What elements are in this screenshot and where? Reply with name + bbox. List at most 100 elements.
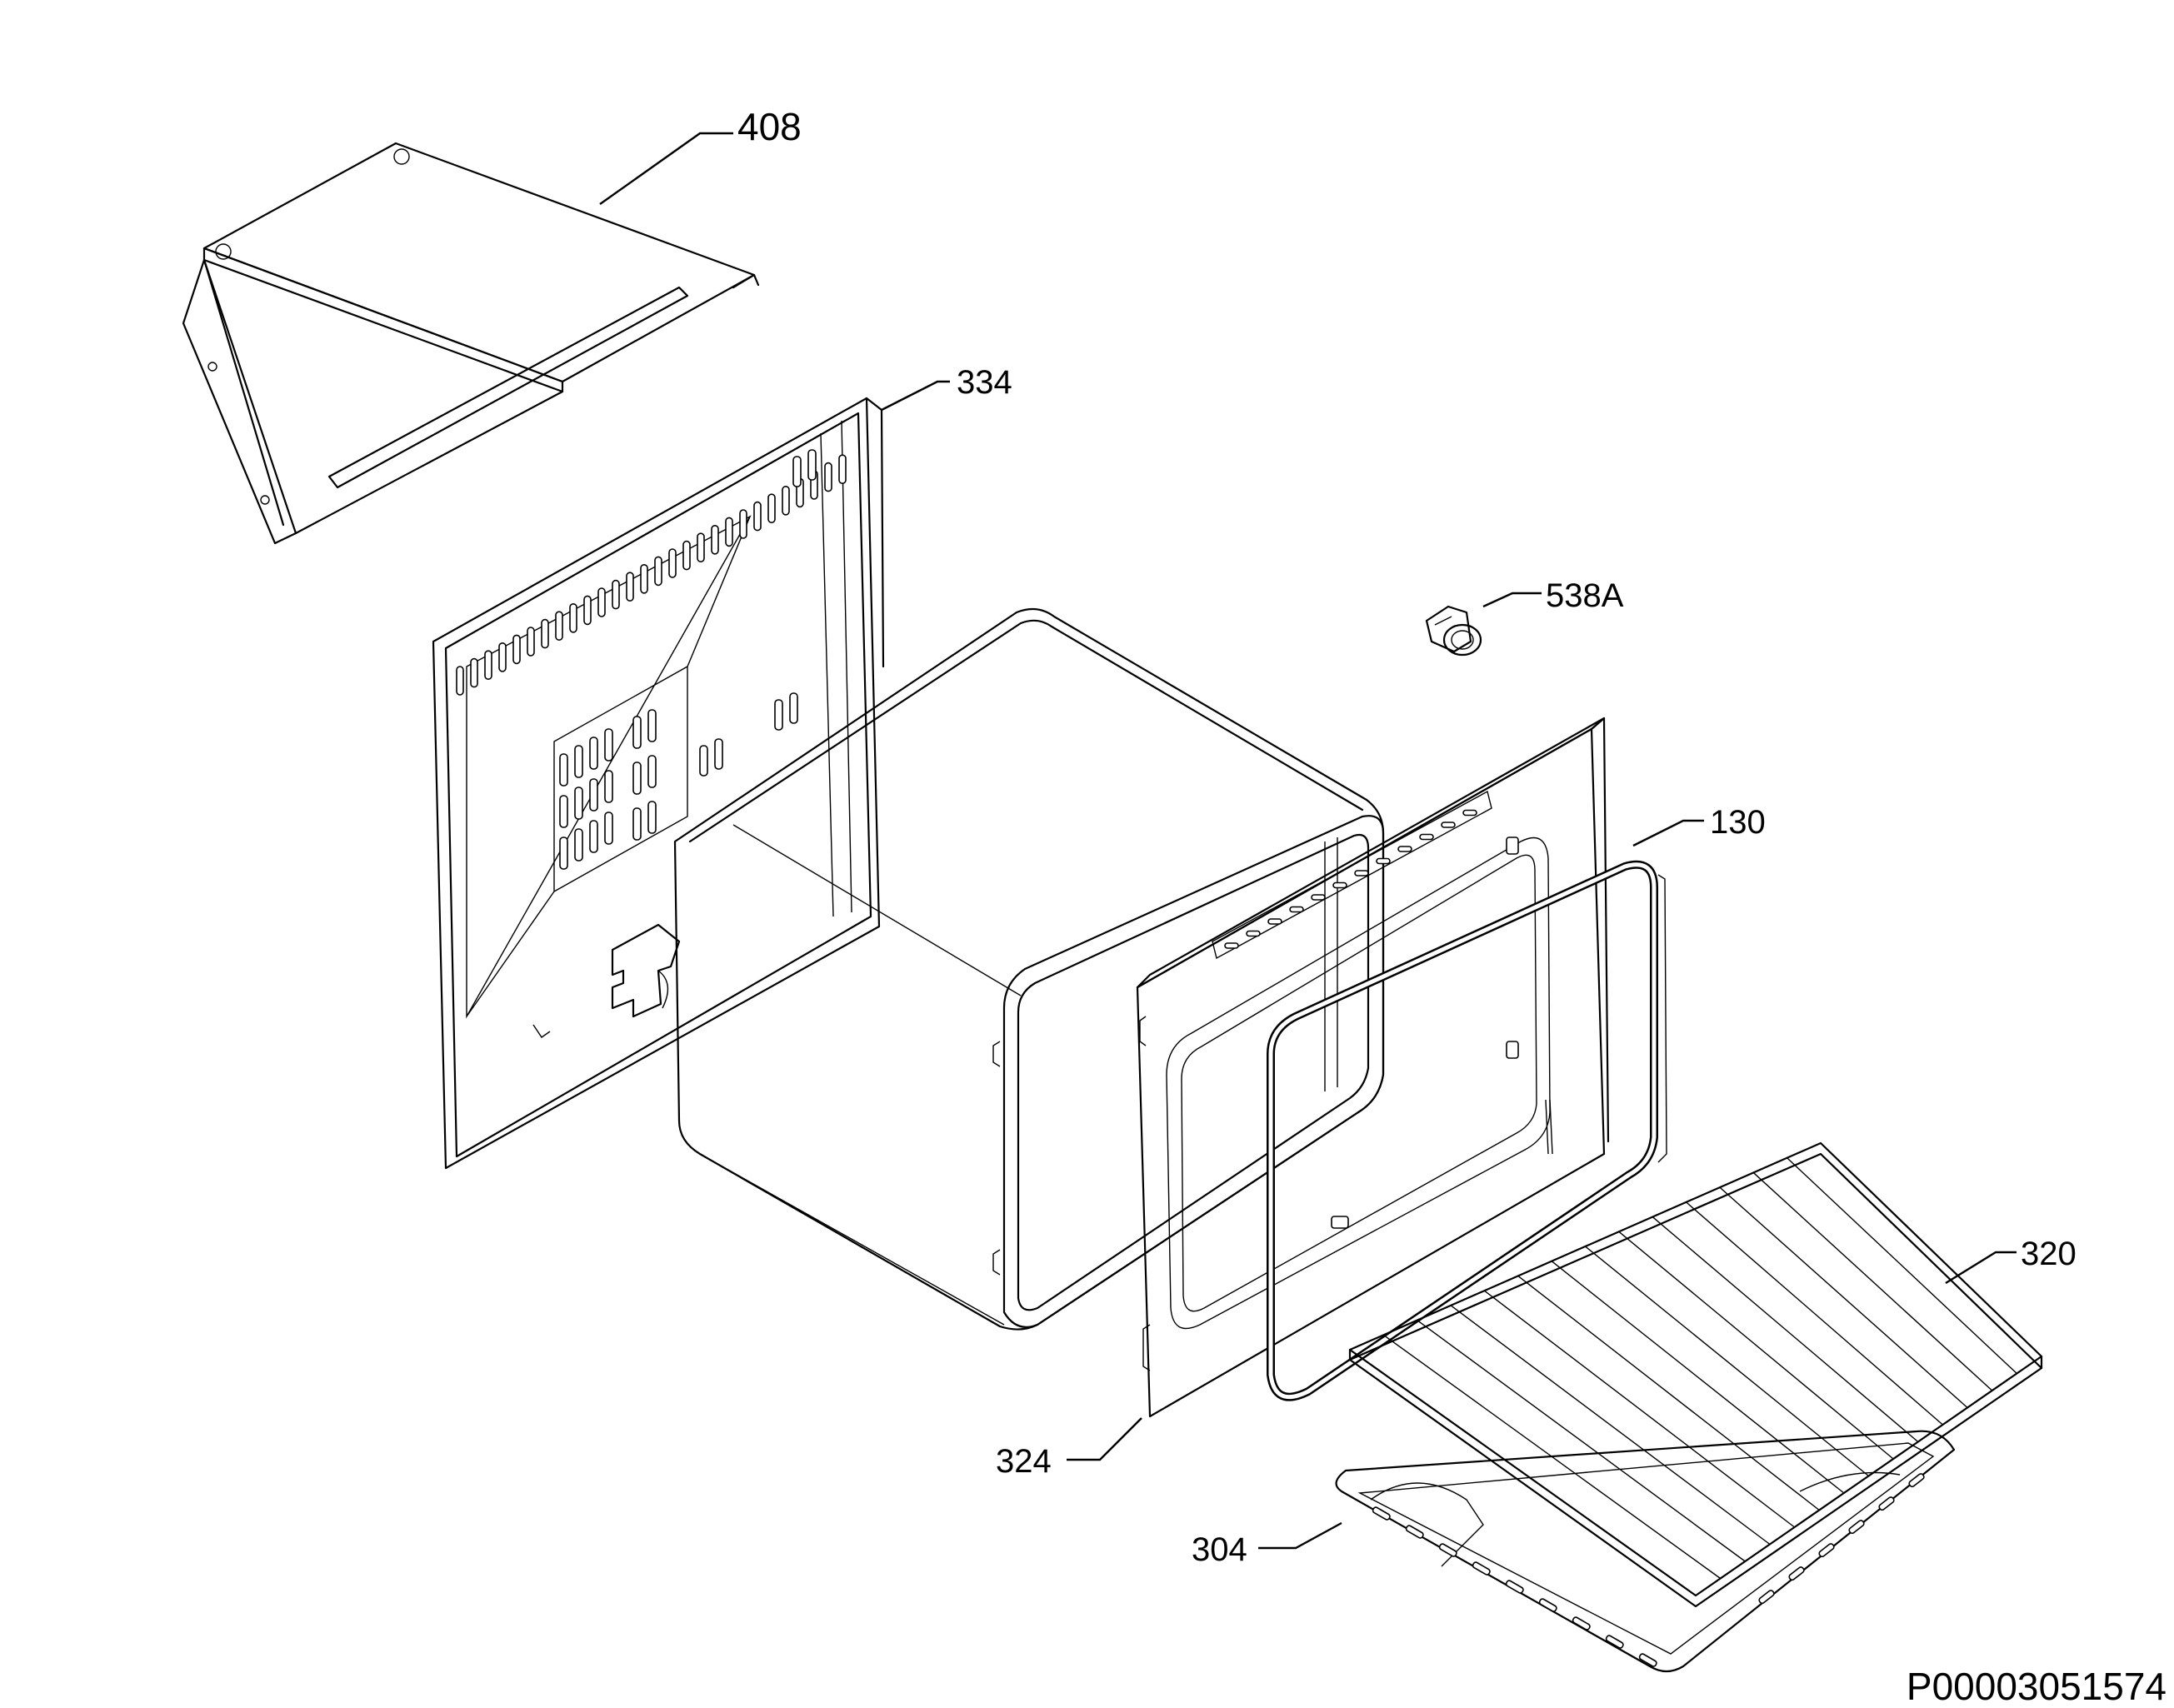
vent-slot (612, 579, 620, 610)
shelf-wire (1652, 1216, 1919, 1443)
mounting-bracket (611, 923, 681, 1018)
oven-cavity (673, 607, 1385, 1331)
tray-slot (1405, 1525, 1424, 1539)
frame-slot (1441, 822, 1456, 828)
vent-slot (559, 795, 568, 828)
tray-slot (1848, 1520, 1865, 1535)
frame-slot (1397, 846, 1412, 852)
frame-slot (1376, 857, 1391, 865)
vent-slot (838, 454, 847, 485)
vent-slot (559, 837, 568, 870)
tray-slot (1505, 1580, 1524, 1594)
callout-408: 408 (737, 105, 802, 148)
vent-slot (498, 642, 507, 672)
shelf-wire (1484, 1290, 1795, 1528)
vent-slot (456, 666, 464, 696)
frame-slot (1462, 809, 1477, 817)
vent-slot (574, 787, 583, 820)
shelf-wire (1686, 1201, 1943, 1426)
vent-slot (604, 728, 613, 762)
callout-304: 304 (1192, 1531, 1247, 1568)
leader-lines (599, 132, 2017, 1550)
part-324-front-frame (1136, 717, 1610, 1418)
frame-slot (1332, 881, 1347, 889)
frame-slot (1224, 942, 1239, 949)
callout-324: 324 (996, 1443, 1052, 1480)
part-334-rear-panel (432, 397, 885, 1170)
shelf-wire (1551, 1261, 1845, 1494)
frame-slot (1311, 894, 1326, 901)
tray-slot (1372, 1506, 1391, 1521)
callout-130: 130 (1710, 804, 1766, 841)
vent-slot (484, 650, 492, 681)
part-408-top-deflector (182, 142, 760, 545)
frame-slot (1419, 833, 1434, 841)
tray-slot (1758, 1590, 1775, 1605)
shelf-wire (1787, 1157, 2017, 1375)
vent-slot (647, 755, 657, 788)
vent-slot (626, 572, 634, 602)
shelf-wire (1618, 1231, 1894, 1460)
drawing-code: P00003051574 (1907, 1665, 2167, 1708)
tray-slot (1818, 1543, 1835, 1558)
vent-slot (782, 485, 790, 516)
tray-slot (1572, 1616, 1591, 1631)
tray-slot (1638, 1653, 1657, 1667)
shelf-wire (1517, 1275, 1820, 1511)
vent-slot (753, 501, 762, 532)
tray-slot (1878, 1496, 1895, 1511)
tray-slot (1788, 1566, 1805, 1581)
tray-slot (1908, 1473, 1925, 1488)
vent-slot (654, 556, 662, 587)
vent-slot (574, 828, 583, 861)
vent-slot (512, 634, 521, 665)
vent-slot (668, 548, 677, 578)
vent-slot (604, 812, 613, 845)
part-320-wire-shelf (1348, 1141, 2043, 1608)
vent-slot (583, 595, 592, 626)
callout-538a: 538A (1546, 577, 1624, 614)
callout-334: 334 (957, 364, 1012, 401)
vent-slot (647, 709, 657, 742)
vent-slot (739, 509, 747, 539)
vent-slot (647, 801, 657, 834)
shelf-wire (1417, 1320, 1746, 1562)
shelf-wire (1450, 1305, 1771, 1546)
frame-slot (1289, 906, 1304, 913)
shelf-wire (1752, 1171, 1993, 1391)
vent-slot (711, 524, 719, 555)
vent-slot (632, 807, 642, 841)
vent-slot (725, 517, 733, 547)
vent-slot (682, 540, 691, 571)
vent-slot (541, 618, 549, 649)
vent-slot (555, 611, 563, 642)
shelf-wire (1719, 1186, 1968, 1409)
vent-slot (767, 493, 776, 524)
frame-slot (1267, 918, 1282, 925)
tray-slot (1538, 1598, 1557, 1612)
frame-slot (1246, 930, 1261, 937)
vent-slot (632, 762, 642, 795)
tray-slot (1472, 1561, 1491, 1576)
part-304-baking-tray (1335, 1430, 1956, 1673)
tray-slot (1605, 1635, 1624, 1649)
part-130-door-gasket (1267, 860, 1667, 1401)
vent-slot (527, 627, 535, 657)
vent-slot (597, 587, 606, 617)
vent-slot (559, 753, 568, 787)
vent-slot (640, 563, 648, 594)
vent-slot (569, 602, 577, 633)
vent-slot (589, 820, 598, 853)
tray-slot (1438, 1543, 1457, 1557)
vent-slot (697, 532, 705, 563)
part-538a-lamp-holder (1425, 605, 1482, 657)
vent-slot (589, 778, 598, 812)
vent-slot (824, 462, 832, 492)
vent-slot (574, 745, 583, 778)
vent-slot (470, 657, 478, 688)
vent-slot (632, 716, 642, 749)
callout-320: 320 (2021, 1236, 2077, 1272)
vent-slot (589, 737, 598, 770)
vent-slot (604, 770, 613, 803)
